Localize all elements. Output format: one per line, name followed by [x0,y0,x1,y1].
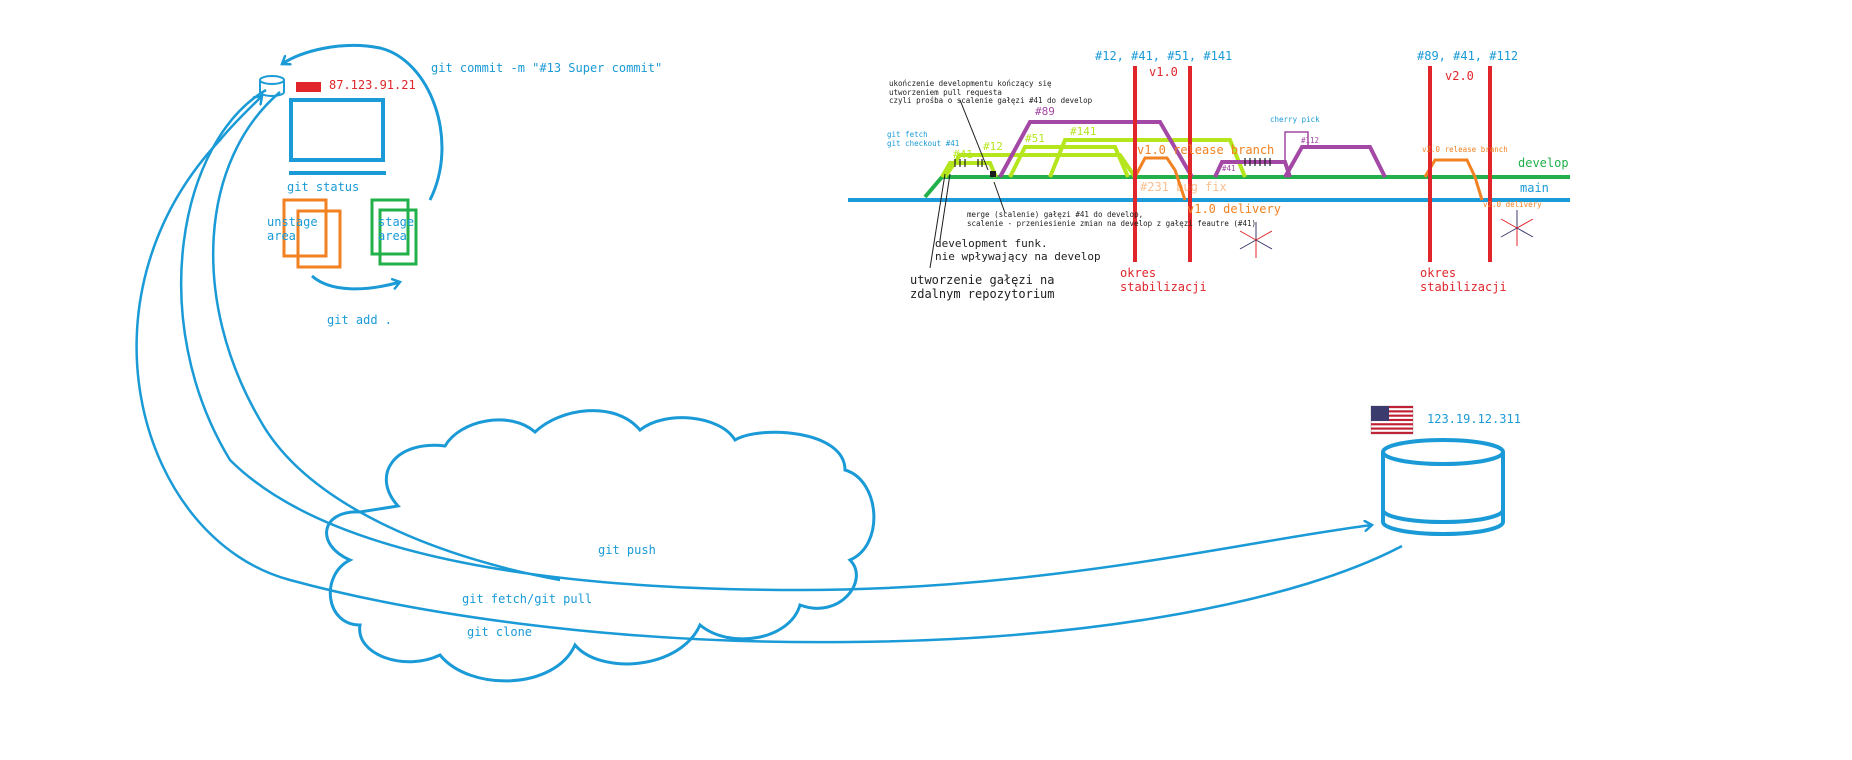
git-clone-curve [211,91,561,582]
develop-label: develop [1518,156,1569,170]
stage-area-label: stage area [378,215,415,243]
merge-note: merge (scalenie) gałęzi #41 do develop, … [967,210,1256,228]
pull-request-note: ukończenie developmentu kończący się utw… [889,79,1093,106]
cloud-shape [325,409,876,683]
cherry-pick-bracket [1284,131,1309,160]
main-label: main [1520,181,1549,195]
feature-41-branch [940,161,998,178]
annotation-pointers [929,99,1006,269]
create-branch-note: utworzenie gałęzi na zdalnym repozytoriu… [910,273,1055,301]
feature-89-branch [998,120,1194,179]
feature-12-label: #12 [983,140,1003,153]
development-note: development funk. nie wpływający na deve… [935,237,1101,263]
commit-arrow [282,43,444,201]
feature-41-small-label: #41 [1222,164,1236,173]
merge-point [990,171,996,177]
feature-51-label: #51 [1025,132,1045,145]
release-branch-2-label: v2.0 release branch [1422,145,1508,154]
git-fetch-pull-arrow [135,96,1403,644]
commit-ticks [954,158,1271,167]
git-add-arrow [311,274,400,291]
feature-141-branch [1048,138,1247,178]
feature-112-label: #112 [1301,136,1320,145]
remote-ip-label: 123.19.12.311 [1427,412,1521,426]
unstage-area-label: unstage area [267,215,318,243]
remote-database-icon [1381,438,1505,536]
git-add-label: git add . [327,313,393,327]
unstage-area-icon [282,198,342,269]
git-fetch-pull-label: git fetch/git pull [462,592,593,606]
stabilization-1-label: okres stabilizacji [1120,266,1207,294]
release-2-branch [1423,158,1484,201]
feature-12-branch [943,153,1137,179]
stabilization-2-label: okres stabilizacji [1420,266,1507,294]
v2-label: v2.0 [1445,69,1474,83]
release-branch-1-label: v1.0 release branch [1137,143,1275,157]
git-push-arrow [179,88,1372,592]
fireworks-1 [1239,222,1273,258]
us-flag-icon [1370,405,1414,435]
git-status-label: git status [287,180,360,194]
cherry-pick-label: cherry pick [1270,115,1320,124]
git-push-label: git push [598,543,656,557]
delivery-2-label: v2.0 delivery [1483,200,1542,209]
release-2-commits-label: #89, #41, #112 [1417,49,1519,63]
v1-label: v1.0 [1149,65,1178,79]
laptop-icon [289,98,386,175]
git-commit-label: git commit -m "#13 Super commit" [431,61,663,75]
local-ip-label: 87.123.91.21 [329,78,416,92]
stage-area-icon [370,198,418,266]
bug-fix-label: #231 bug fix [1140,180,1227,194]
ip-badge-red [296,82,321,92]
release-1-commits-label: #12, #41, #51, #141 [1095,49,1233,63]
feature-141-label: #141 [1070,125,1097,138]
fireworks-2 [1500,210,1534,246]
develop-branch-line [923,175,1570,199]
stabilization-markers [1133,66,1492,262]
feature-89-label: #89 [1035,105,1055,118]
git-clone-label: git clone [467,625,533,639]
feature-51-branch [1008,145,1130,178]
git-fetch-note: git fetch git checkout #41 [887,130,960,148]
delivery-1-label: v1.0 delivery [1187,202,1281,216]
feature-112-branch [1283,145,1387,178]
release-1-branch [1133,156,1187,201]
feature-41-label: #41 [953,148,973,161]
